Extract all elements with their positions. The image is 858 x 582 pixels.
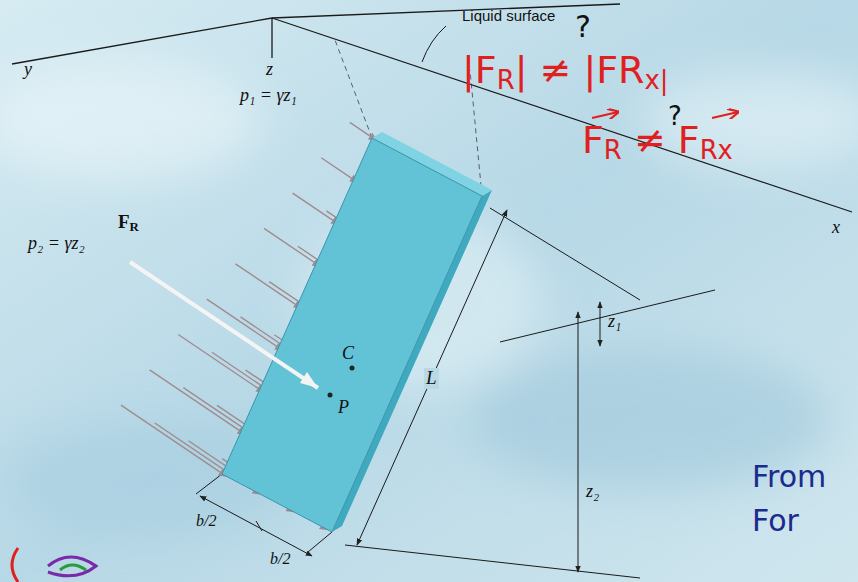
pressure-arrow bbox=[321, 158, 357, 183]
pressure-arrow bbox=[235, 264, 301, 309]
pressure-arrow bbox=[121, 405, 226, 476]
handwritten-note: From bbox=[752, 460, 826, 493]
dimension-label: b/2 bbox=[270, 550, 290, 568]
point-label: C bbox=[340, 344, 356, 364]
dimension-label: L bbox=[424, 368, 439, 389]
surface-label: Liquid surface bbox=[462, 8, 555, 25]
dimension-label: z₁ bbox=[608, 312, 621, 332]
handwritten-mark: ? bbox=[668, 102, 682, 131]
handwritten-note: For bbox=[752, 504, 799, 537]
axis-label: z bbox=[266, 60, 273, 80]
axis-label: x bbox=[832, 218, 840, 238]
pressure-arrow bbox=[150, 370, 246, 434]
vector-arrows bbox=[592, 112, 738, 118]
pressure-label: p₂ = γz₂ bbox=[28, 234, 85, 254]
dimension-label: z₂ bbox=[586, 482, 599, 502]
resultant-arrow bbox=[130, 262, 355, 398]
point-label: P bbox=[336, 398, 351, 418]
pressure-arrow bbox=[207, 299, 283, 350]
water-clouds bbox=[0, 60, 858, 540]
plate bbox=[222, 132, 492, 532]
pressure-arrow bbox=[264, 228, 320, 266]
handwritten-mark: ? bbox=[575, 10, 591, 43]
handwritten-note: FR ≠ FRx bbox=[582, 120, 733, 162]
pressure-arrow bbox=[350, 122, 377, 140]
pressure-arrow bbox=[293, 193, 339, 224]
force-label: FR bbox=[118, 212, 139, 233]
pressure-label: p₁ = γz₁ bbox=[240, 86, 297, 106]
axis-label: y bbox=[24, 60, 32, 80]
dimension-label: b/2 bbox=[196, 512, 216, 530]
handwritten-note: |FR| ≠ |FRx| bbox=[462, 50, 669, 92]
scribble bbox=[12, 548, 96, 582]
